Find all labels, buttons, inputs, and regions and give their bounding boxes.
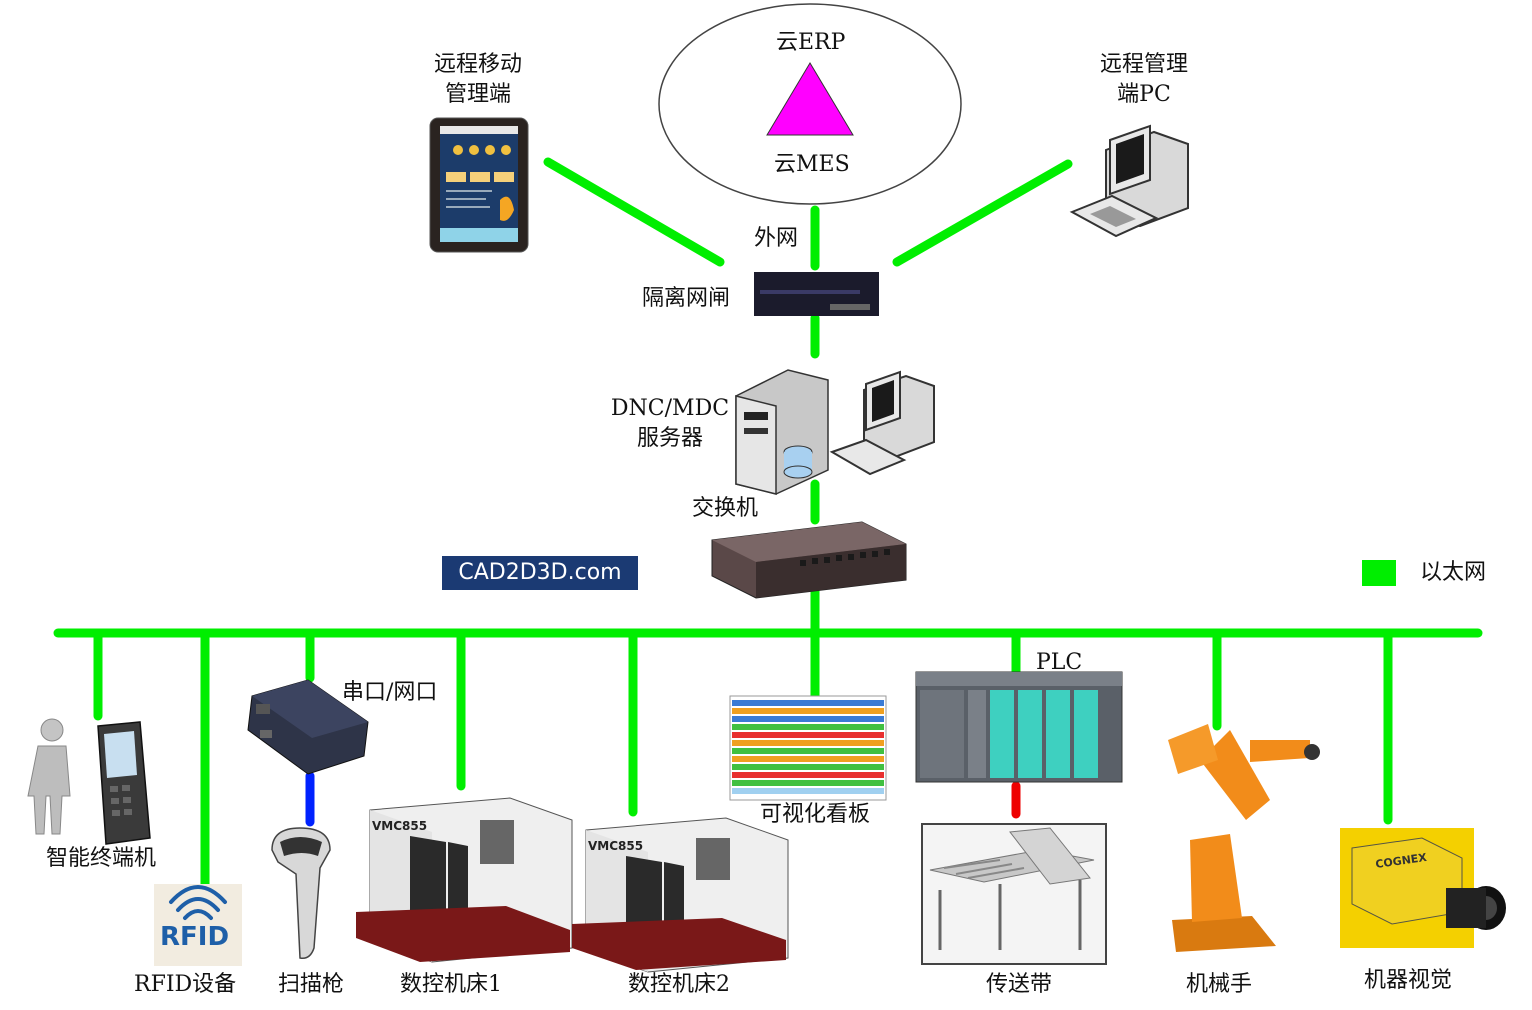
camera-icon: COGNEX — [1340, 828, 1506, 948]
terminal-label: 智能终端机 — [46, 846, 157, 871]
link-mobile-gateway — [543, 157, 725, 267]
serial-converter-icon — [247, 679, 369, 775]
server-label: DNC/MDC 服务器 — [610, 396, 730, 451]
cnc2-model-label: VMC855 — [588, 839, 643, 853]
mobile-label: 远程移动 管理端 — [433, 52, 522, 107]
kanban-label: 可视化看板 — [760, 802, 871, 827]
switch-label: 交换机 — [692, 496, 759, 521]
conveyor-label: 传送带 — [986, 972, 1053, 997]
gateway-label: 隔离网闸 — [642, 286, 731, 311]
watermark-badge: CAD2D3D.com — [442, 556, 638, 590]
plc-label: PLC — [1036, 650, 1083, 675]
rfid-logo-text: RFID — [160, 922, 230, 952]
barcode-scanner-icon — [271, 827, 331, 960]
cloud-erp-label: 云ERP — [776, 30, 846, 55]
serial-port-label: 串口/网口 — [342, 680, 438, 705]
robot-arm-icon — [1168, 724, 1320, 952]
rfid-label: RFID设备 — [134, 972, 237, 997]
cnc1-label: 数控机床1 — [400, 972, 502, 997]
cnc2-label: 数控机床2 — [628, 972, 730, 997]
remote-pc-label: 远程管理 端PC — [1099, 52, 1188, 107]
external-net-label: 外网 — [754, 226, 799, 251]
handheld-terminal-icon — [97, 721, 151, 845]
rfid-icon — [154, 884, 242, 966]
cnc-machine-icon: VMC855 — [356, 797, 573, 963]
vision-label: 机器视觉 — [1364, 968, 1453, 993]
desktop-pc-icon — [1069, 124, 1189, 238]
tablet-icon — [429, 117, 529, 253]
kanban-board-icon — [729, 695, 887, 801]
legend-ethernet-swatch — [1362, 560, 1396, 586]
desktop-pc-icon — [829, 370, 935, 476]
plc-icon — [915, 671, 1123, 783]
legend-ethernet-label: 以太网 — [1420, 560, 1487, 585]
cnc-machine-icon: VMC855 — [572, 817, 789, 973]
scanner-label: 扫描枪 — [278, 972, 345, 997]
cloud-mes-label: 云MES — [774, 152, 850, 177]
robot-label: 机械手 — [1186, 972, 1253, 997]
cloud-triangle — [766, 62, 854, 136]
link-pc-gateway — [892, 159, 1073, 267]
network-gateway-icon — [754, 272, 879, 316]
server-icon — [735, 369, 829, 495]
person-icon — [27, 718, 71, 835]
cnc1-model-label: VMC855 — [372, 819, 427, 833]
network-switch-icon — [711, 521, 907, 599]
conveyor-icon — [921, 823, 1107, 965]
